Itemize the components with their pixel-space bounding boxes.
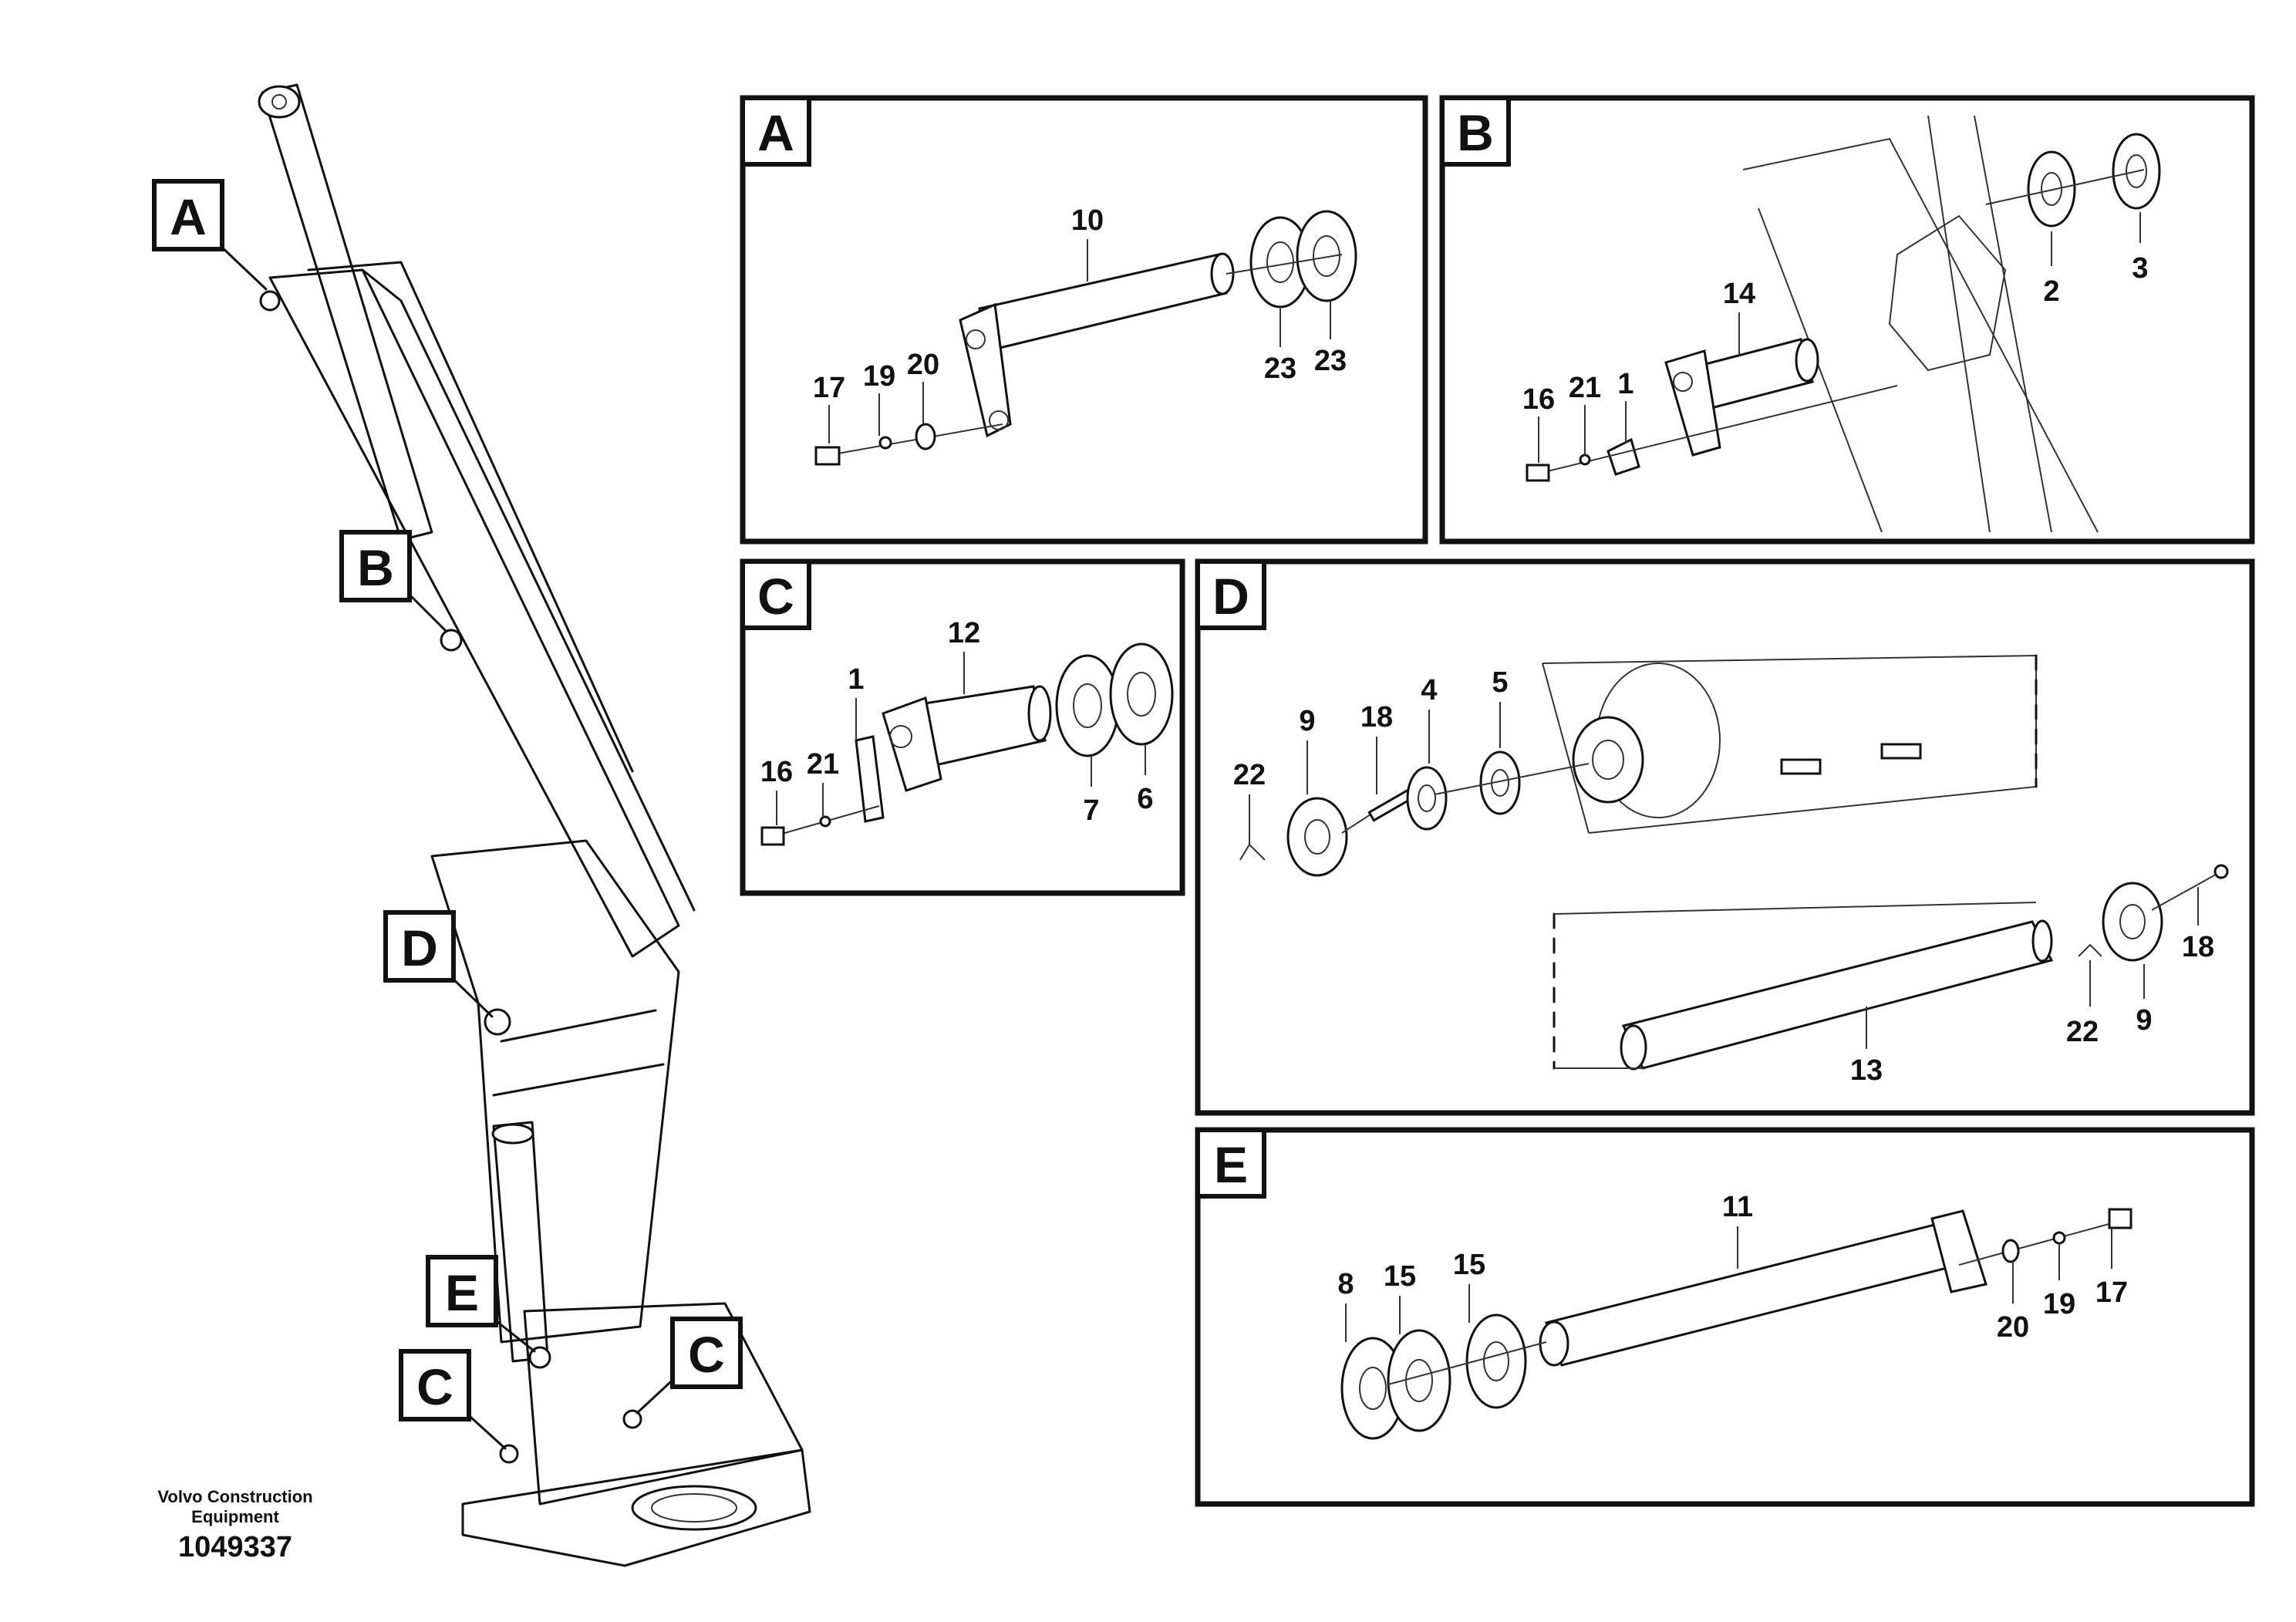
view-letter-label: D	[1212, 568, 1249, 625]
part-number-label: 1	[1617, 368, 1633, 400]
view-letter-label: A	[757, 104, 794, 161]
callout-C-right: C	[636, 1317, 743, 1415]
part-number-label: 1	[848, 663, 864, 696]
part-number-label: 20	[1997, 1311, 2029, 1344]
part-number-label: 16	[1522, 383, 1555, 416]
part-number-label: 15	[1384, 1260, 1416, 1293]
part-number-label: 9	[1299, 705, 1315, 737]
part-number-label: 17	[2095, 1276, 2128, 1309]
callout-C-left: C	[399, 1349, 507, 1450]
view-letter-label: E	[445, 1264, 479, 1321]
view-letter-label: E	[1214, 1136, 1248, 1193]
view-letter-label: B	[357, 539, 394, 596]
part-number-label: 4	[1421, 674, 1437, 706]
part-number-label: 22	[2066, 1016, 2099, 1048]
part-number-label: 5	[1492, 666, 1508, 699]
part-number-label: 10	[1071, 204, 1104, 237]
part-number-label: 21	[1569, 372, 1601, 404]
part-number-label: 8	[1337, 1268, 1354, 1300]
part-number-label: 21	[807, 748, 839, 781]
callout-A: A	[152, 179, 268, 291]
view-letter-label: A	[170, 188, 207, 245]
panel-E: E 11 8 15 15 20 19 17	[1195, 1127, 2255, 1507]
part-number-label: 23	[1264, 352, 1296, 385]
part-number-label: 9	[2136, 1004, 2152, 1037]
brand-line-2: Equipment	[191, 1507, 279, 1526]
part-number-label: 12	[948, 617, 980, 649]
part-number-label: 16	[760, 756, 793, 788]
view-letter-label: C	[688, 1326, 725, 1383]
part-number-label: 17	[813, 372, 845, 404]
panel-A: A 10 17 19 20 23 23	[740, 95, 1428, 545]
part-number-label: 13	[1850, 1054, 1883, 1087]
callout-B: B	[339, 530, 447, 632]
part-number-label: 3	[2132, 252, 2148, 285]
part-number-label: 23	[1314, 345, 1347, 377]
view-letter-label: D	[401, 919, 438, 976]
view-letter-label: B	[1457, 104, 1494, 161]
callout-D: D	[383, 910, 494, 1018]
panel-D: D	[1195, 558, 2255, 1116]
boom-overview: A B D E C C	[152, 83, 811, 1567]
part-number-label: 7	[1083, 794, 1099, 827]
part-number-label: 19	[2043, 1288, 2075, 1320]
panel-C: C 12 1 16 21 7 6	[740, 558, 1185, 896]
part-number-label: 11	[1722, 1191, 1753, 1223]
view-letter-label: C	[416, 1358, 453, 1415]
part-number-label: 18	[1360, 701, 1393, 733]
brand-line-1: Volvo Construction	[157, 1487, 313, 1506]
part-number-label: 2	[2043, 275, 2059, 308]
part-number-label: 18	[2182, 931, 2214, 963]
view-letter-label: C	[757, 568, 794, 625]
drawing-number: 1049337	[178, 1531, 292, 1563]
part-number-label: 6	[1137, 783, 1153, 815]
part-number-label: 19	[863, 360, 895, 393]
callout-E: E	[426, 1255, 536, 1353]
part-number-label: 22	[1233, 759, 1266, 791]
part-number-label: 15	[1453, 1249, 1485, 1281]
panel-B: B 14 16 21 1 2 3	[1439, 95, 2255, 545]
part-number-label: 20	[907, 349, 939, 381]
part-number-label: 14	[1723, 278, 1755, 310]
brand-label: Volvo Construction Equipment	[131, 1487, 339, 1527]
